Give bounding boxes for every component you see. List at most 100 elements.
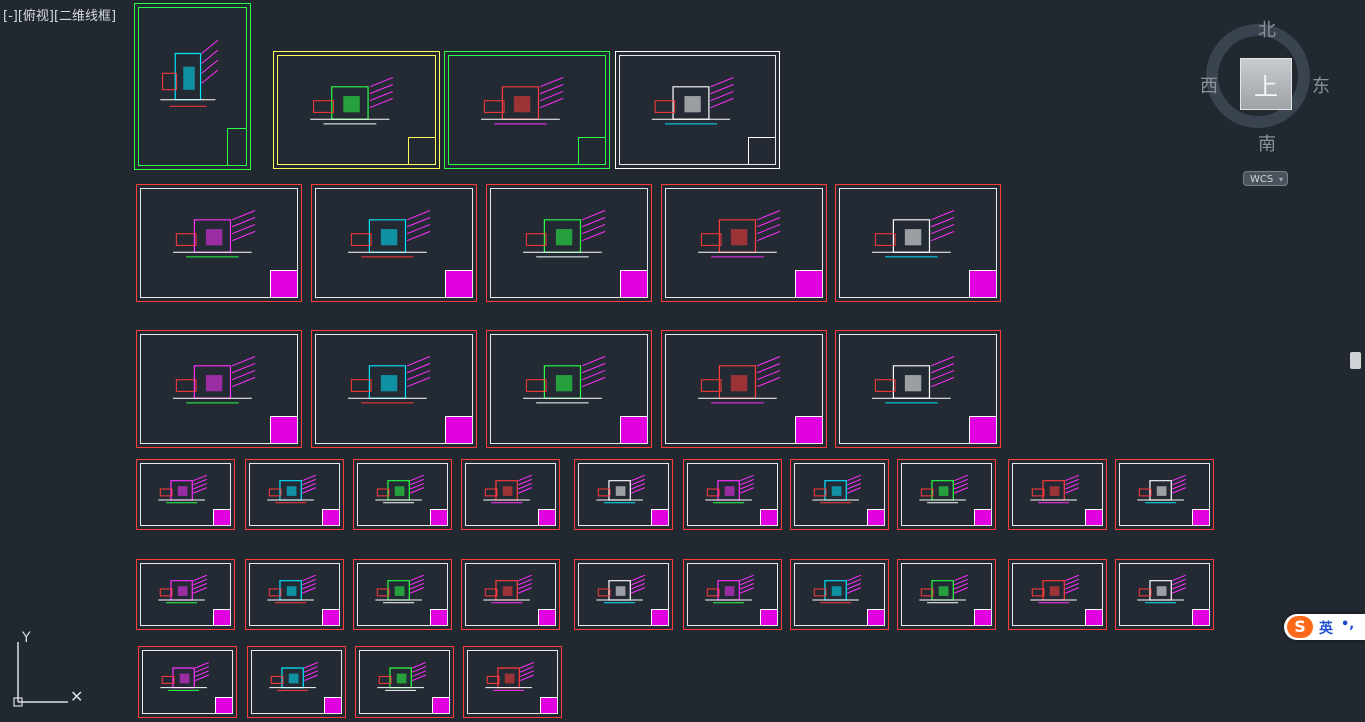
sheet-drawing bbox=[836, 331, 1000, 447]
sogou-logo-icon[interactable]: S bbox=[1287, 616, 1313, 638]
sheet-inner-frame bbox=[277, 55, 436, 165]
title-block bbox=[538, 608, 555, 625]
drawing-sheet[interactable] bbox=[486, 330, 652, 448]
title-block bbox=[1192, 508, 1209, 525]
drawing-sheet[interactable] bbox=[245, 559, 344, 630]
wcs-label: WCS bbox=[1250, 174, 1274, 185]
title-block bbox=[430, 508, 447, 525]
drawing-sheet[interactable] bbox=[574, 559, 673, 630]
drawing-sheet[interactable] bbox=[835, 330, 1001, 448]
drawing-sheet[interactable] bbox=[311, 184, 477, 302]
title-block bbox=[538, 508, 555, 525]
sheet-inner-frame bbox=[359, 650, 450, 714]
drawing-sheet[interactable] bbox=[245, 459, 344, 530]
title-block bbox=[322, 608, 339, 625]
sheet-inner-frame bbox=[249, 463, 340, 526]
sheet-drawing bbox=[462, 560, 559, 629]
sheet-inner-frame bbox=[1119, 463, 1210, 526]
ime-punctuation-indicator[interactable]: •, bbox=[1341, 617, 1355, 632]
sheet-inner-frame bbox=[465, 563, 556, 626]
drawing-sheet[interactable] bbox=[661, 184, 827, 302]
drawing-sheet[interactable] bbox=[1008, 559, 1107, 630]
drawing-sheet[interactable] bbox=[461, 559, 560, 630]
drawing-sheet[interactable] bbox=[444, 51, 610, 169]
drawing-sheet[interactable] bbox=[247, 646, 346, 718]
sheet-inner-frame bbox=[490, 188, 648, 298]
drawing-sheet[interactable] bbox=[136, 459, 235, 530]
title-block bbox=[760, 508, 777, 525]
sheet-inner-frame bbox=[249, 563, 340, 626]
drawing-sheet[interactable] bbox=[136, 184, 302, 302]
title-block bbox=[867, 508, 884, 525]
sheet-inner-frame bbox=[794, 563, 885, 626]
sheet-inner-frame bbox=[140, 188, 298, 298]
drawing-sheet[interactable] bbox=[463, 646, 562, 718]
drawing-sheet[interactable] bbox=[486, 184, 652, 302]
sheet-drawing bbox=[898, 560, 995, 629]
sheet-drawing bbox=[464, 647, 561, 717]
drawing-sheet[interactable] bbox=[138, 646, 237, 718]
drawing-sheet[interactable] bbox=[353, 559, 452, 630]
wcs-menu-button[interactable]: WCS ▾ bbox=[1243, 171, 1288, 186]
ime-mode-indicator[interactable]: 英 bbox=[1319, 621, 1333, 637]
title-block bbox=[444, 270, 472, 297]
compass-east[interactable]: 东 bbox=[1312, 76, 1330, 97]
title-block bbox=[322, 508, 339, 525]
sheet-inner-frame bbox=[467, 650, 558, 714]
title-block bbox=[577, 137, 605, 164]
drawing-sheet[interactable] bbox=[353, 459, 452, 530]
drawing-sheet[interactable] bbox=[683, 459, 782, 530]
sheet-inner-frame bbox=[839, 188, 997, 298]
drawing-sheet[interactable] bbox=[615, 51, 780, 169]
sheet-inner-frame bbox=[665, 334, 823, 444]
drawing-sheet[interactable] bbox=[273, 51, 440, 169]
viewport-label[interactable]: [-][俯视][二维线框] bbox=[3, 9, 117, 24]
sheet-drawing bbox=[246, 460, 343, 529]
sheet-drawing bbox=[139, 647, 236, 717]
sheet-inner-frame bbox=[839, 334, 997, 444]
sheet-inner-frame bbox=[140, 334, 298, 444]
drawing-sheet[interactable] bbox=[355, 646, 454, 718]
ime-toolbar[interactable]: S 英 •, bbox=[1284, 614, 1365, 640]
sheet-drawing bbox=[137, 460, 234, 529]
vertical-scrollbar-thumb[interactable] bbox=[1350, 352, 1361, 369]
drawing-sheet[interactable] bbox=[661, 330, 827, 448]
viewcube[interactable]: 上 北 南 东 西 bbox=[1200, 14, 1330, 164]
sheet-drawing bbox=[354, 560, 451, 629]
title-block bbox=[747, 137, 775, 164]
title-block bbox=[974, 508, 991, 525]
compass-west[interactable]: 西 bbox=[1200, 76, 1218, 97]
title-block bbox=[444, 416, 472, 443]
sheet-inner-frame bbox=[1012, 563, 1103, 626]
drawing-sheet[interactable] bbox=[134, 3, 251, 170]
drawing-sheet[interactable] bbox=[1115, 559, 1214, 630]
compass-south[interactable]: 南 bbox=[1258, 134, 1276, 155]
drawing-sheet[interactable] bbox=[897, 459, 996, 530]
drawing-sheet[interactable] bbox=[136, 559, 235, 630]
drawing-sheet[interactable] bbox=[790, 459, 889, 530]
drawing-sheet[interactable] bbox=[1008, 459, 1107, 530]
drawing-sheet[interactable] bbox=[1115, 459, 1214, 530]
title-block bbox=[1085, 508, 1102, 525]
drawing-sheet[interactable] bbox=[311, 330, 477, 448]
sheet-inner-frame bbox=[578, 463, 669, 526]
sheet-drawing bbox=[274, 52, 439, 168]
title-block bbox=[269, 416, 297, 443]
compass-north[interactable]: 北 bbox=[1258, 20, 1276, 41]
drawing-sheet[interactable] bbox=[574, 459, 673, 530]
drawing-sheet[interactable] bbox=[790, 559, 889, 630]
title-block bbox=[760, 608, 777, 625]
ucs-x-marker: ✕ bbox=[70, 687, 83, 706]
sheet-inner-frame bbox=[578, 563, 669, 626]
sheet-drawing bbox=[684, 560, 781, 629]
sheet-inner-frame bbox=[138, 7, 247, 166]
sheet-inner-frame bbox=[794, 463, 885, 526]
drawing-sheet[interactable] bbox=[683, 559, 782, 630]
drawing-sheet[interactable] bbox=[461, 459, 560, 530]
viewcube-top-face[interactable]: 上 bbox=[1240, 58, 1292, 110]
title-block bbox=[968, 416, 996, 443]
drawing-sheet[interactable] bbox=[835, 184, 1001, 302]
drawing-sheet[interactable] bbox=[136, 330, 302, 448]
drawing-sheet[interactable] bbox=[897, 559, 996, 630]
sheet-drawing bbox=[791, 560, 888, 629]
